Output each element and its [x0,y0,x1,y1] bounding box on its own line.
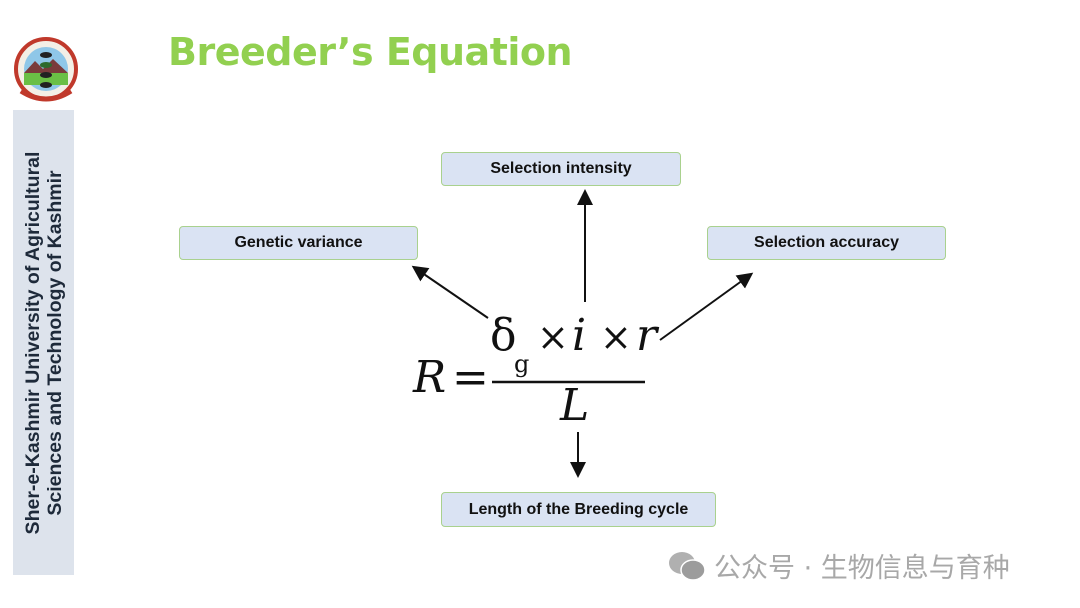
eq-accuracy: r [636,310,658,361]
eq-equals: = [452,352,489,403]
slide-title: Breeder’s Equation [168,30,573,74]
university-logo [14,37,78,102]
arrow-variance [411,265,489,319]
eq-times-1: × [537,315,569,359]
eq-intensity: i [572,310,587,361]
watermark: 公众号 · 生物信息与育种 [668,546,1010,585]
eq-response: R [413,352,447,403]
genetic-variance-box: Genetic variance [179,226,418,260]
breeding-cycle-length-box: Length of the Breeding cycle [441,492,716,527]
arrow-accuracy [659,272,754,341]
watermark-text: 公众号 · 生物信息与育种 [714,553,1010,584]
selection-accuracy-box: Selection accuracy [707,226,946,260]
university-sidebar: Sher-e-Kashmir University of Agricultura… [13,110,74,575]
selection-intensity-box: Selection intensity [441,152,681,186]
wechat-icon [669,551,706,581]
eq-subscript: g [514,350,530,378]
eq-length: L [560,380,590,431]
eq-times-2: × [600,315,632,359]
eq-sigma: δ [490,310,517,361]
